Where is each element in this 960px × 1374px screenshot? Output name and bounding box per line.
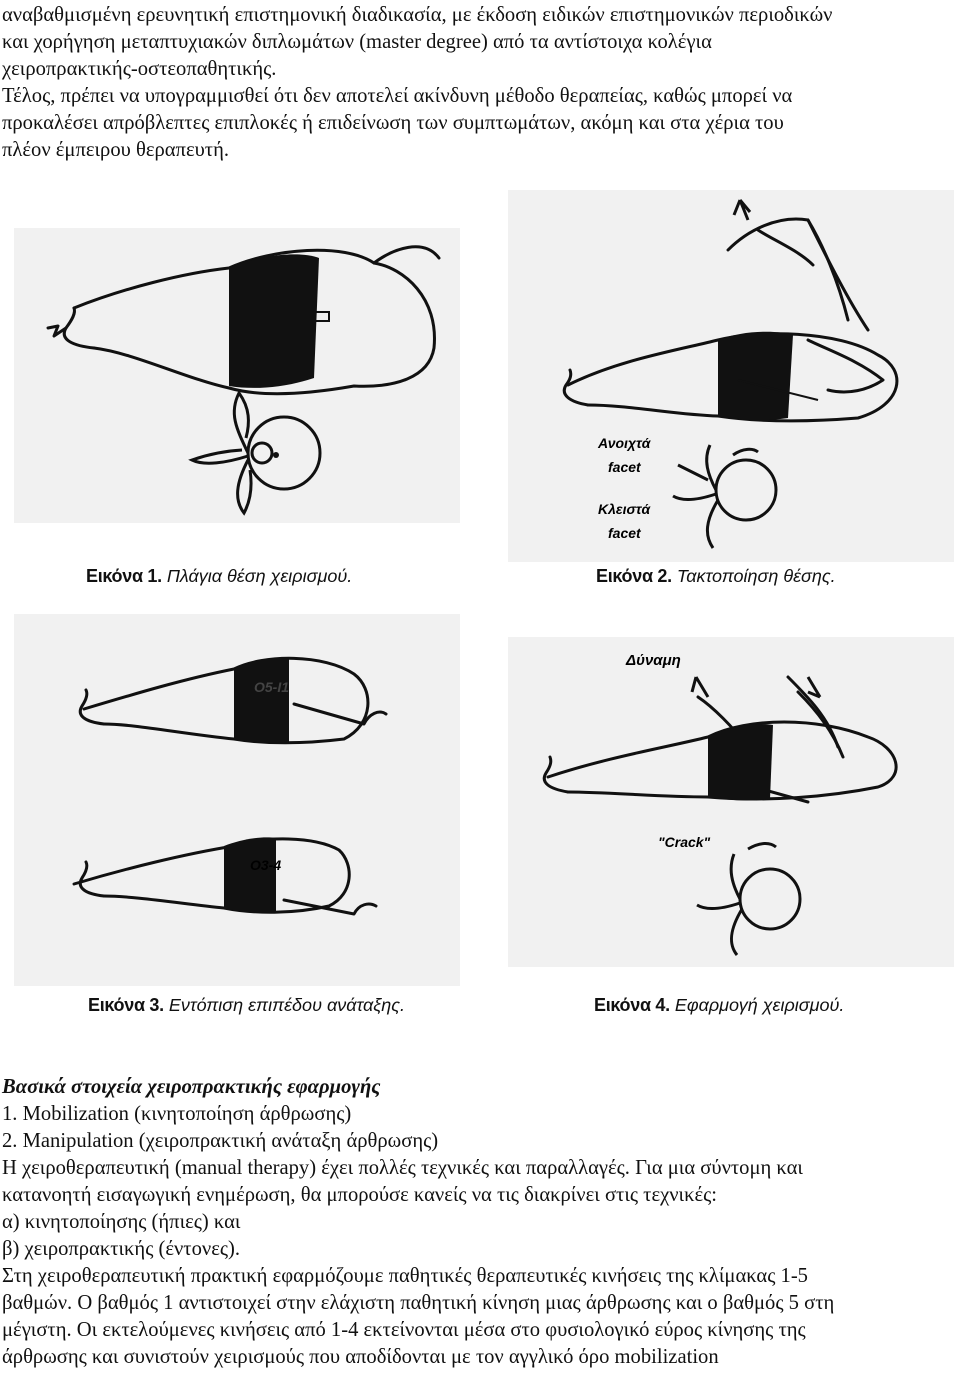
figure-1-text: Πλάγια θέση χειρισμού. <box>166 566 353 586</box>
figure-4-text: Εφαρμογή χειρισμού. <box>674 995 845 1015</box>
open-facet-term: facet <box>608 459 642 475</box>
intro-line: Τέλος, πρέπει να υπογραμμισθεί ότι δεν α… <box>2 85 793 107</box>
intro-paragraph: αναβαθμισμένη ερευνητική επιστημονική δι… <box>2 2 952 164</box>
crack-label: "Crack" <box>658 834 711 850</box>
figure-4-illustration: Δύναμη "Crack" <box>508 637 954 967</box>
section-line: α) κινητοποίησης (ήπιες) και <box>2 1211 241 1233</box>
section-line: μέγιστη. Οι εκτελούμενες κινήσεις από 1-… <box>2 1319 806 1341</box>
figure-4-label: Εικόνα 4. <box>594 995 670 1015</box>
section-line: 1. Mobilization (κινητοποίηση άρθρωσης) <box>2 1103 352 1125</box>
figure-4-caption: Εικόνα 4. Εφαρμογή χειρισμού. <box>594 994 844 1016</box>
figure-1-illustration <box>14 228 460 523</box>
position-adjustment-drawing: Ανοιχτά facet Κλειστά facet <box>562 199 899 549</box>
manipulation-application-drawing: Δύναμη "Crack" <box>542 652 898 956</box>
section-line: κατανοητή εισαγωγική ενημέρωση, θα μπορο… <box>2 1184 717 1206</box>
figure-3-label: Εικόνα 3. <box>88 995 164 1015</box>
closed-facet-label: Κλειστά <box>598 501 651 517</box>
figure-3-illustration: Ο5-Ι1 Ο3-4 <box>14 614 460 986</box>
section-line: άρθρωσης και συνιστούν χειρισμούς που απ… <box>2 1346 719 1368</box>
open-facet-label: Ανοιχτά <box>597 435 652 451</box>
section-line: Η χειροθεραπευτική (manual therapy) έχει… <box>2 1157 803 1179</box>
figure-2-illustration: Ανοιχτά facet Κλειστά facet <box>508 190 954 562</box>
intro-line: και χορήγηση μεταπτυχιακών διπλωμάτων (m… <box>2 31 712 53</box>
intro-line: πλέον έμπειρου θεραπευτή. <box>2 139 229 161</box>
level-upper-label: Ο5-Ι1 <box>254 679 289 695</box>
figure-2-caption: Εικόνα 2. Τακτοποίηση θέσης. <box>596 565 836 587</box>
figure-1-caption: Εικόνα 1. Πλάγια θέση χειρισμού. <box>86 565 352 587</box>
section-line: 2. Manipulation (χειροπρακτική ανάταξη ά… <box>2 1130 439 1152</box>
section-line: βαθμών. Ο βαθμός 1 αντιστοιχεί στην ελάχ… <box>2 1292 835 1314</box>
figure-3-caption: Εικόνα 3. Εντόπιση επιπέδου ανάταξης. <box>88 994 405 1016</box>
level-localization-drawing: Ο5-Ι1 Ο3-4 <box>72 656 388 916</box>
intro-line: προκαλέσει απρόβλεπτες επιπλοκές ή επιδε… <box>2 112 784 134</box>
section-line: β) χειροπρακτικής (έντονες). <box>2 1238 241 1260</box>
figure-1-label: Εικόνα 1. <box>86 566 162 586</box>
force-label: Δύναμη <box>625 652 681 669</box>
figure-2-label: Εικόνα 2. <box>596 566 672 586</box>
figure-3-text: Εντόπιση επιπέδου ανάταξης. <box>168 995 406 1015</box>
figure-2-text: Τακτοποίηση θέσης. <box>676 566 836 586</box>
side-lying-position-drawing <box>46 245 441 516</box>
intro-line: αναβαθμισμένη ερευνητική επιστημονική δι… <box>2 4 833 26</box>
section-line: Στη χειροθεραπευτική πρακτική εφαρμόζουμ… <box>2 1265 808 1287</box>
chiropractic-basics-section: Βασικά στοιχεία χειροπρακτικής εφαρμογής… <box>2 1074 957 1371</box>
section-heading: Βασικά στοιχεία χειροπρακτικής εφαρμογής <box>2 1076 381 1098</box>
closed-facet-term: facet <box>608 525 642 541</box>
intro-line: χειροπρακτικής-οστεοπαθητικής. <box>2 58 277 80</box>
level-lower-label: Ο3-4 <box>250 857 281 873</box>
